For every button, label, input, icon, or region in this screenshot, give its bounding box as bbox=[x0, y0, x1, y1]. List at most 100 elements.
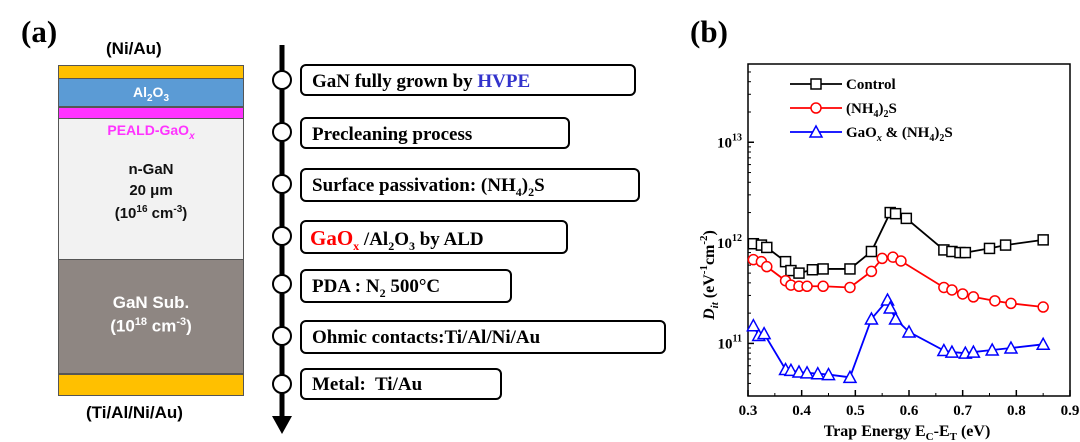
series-1-point-18 bbox=[1005, 297, 1017, 310]
step4-text: /Al bbox=[359, 229, 389, 250]
x-tick-label-4: 0.7 bbox=[953, 403, 972, 419]
step4-highlight: GaO bbox=[310, 226, 354, 250]
series-1-point-2 bbox=[761, 260, 773, 273]
layer-al2o3: Al2O3 bbox=[58, 78, 244, 107]
step-box-4: GaOx /Al2O3 by ALD bbox=[300, 220, 568, 254]
y-axis-label: Dit (eV-1cm-2) bbox=[698, 230, 721, 321]
series-line-2 bbox=[752, 298, 1044, 379]
gansub-l2-end: ) bbox=[186, 316, 192, 336]
series-1-point-14 bbox=[946, 284, 958, 296]
step5-sub: 2 bbox=[379, 285, 386, 300]
x-tick-label-5: 0.8 bbox=[1007, 403, 1026, 419]
series-2-point-12 bbox=[882, 300, 898, 314]
step3-sub2: 2 bbox=[528, 184, 535, 199]
layer-gan-substrate: GaN Sub. (1018 cm-3) bbox=[58, 259, 244, 374]
series-0-point-17 bbox=[983, 242, 996, 255]
x-tick-label-3: 0.6 bbox=[900, 403, 919, 419]
series-0-point-8 bbox=[844, 263, 856, 275]
series-1-point-8 bbox=[844, 281, 856, 294]
step7-text: Metal: Ti/Au bbox=[312, 374, 423, 395]
step3-mid: ) bbox=[521, 175, 529, 196]
step-box-7: Metal: Ti/Au bbox=[300, 368, 502, 400]
series-0-point-7 bbox=[817, 263, 829, 275]
series-0-point-11 bbox=[889, 207, 902, 220]
series-2-point-10 bbox=[864, 311, 879, 325]
panel-b-label: (b) bbox=[690, 14, 728, 49]
step4-tail: by ALD bbox=[414, 229, 484, 250]
series-0-point-12 bbox=[900, 212, 913, 225]
al2o3-sub1: 2 bbox=[146, 92, 153, 104]
series-1-point-10 bbox=[876, 252, 888, 265]
series-0-point-2 bbox=[761, 241, 773, 254]
timeline-node-2 bbox=[272, 122, 292, 142]
step1-text: GaN fully grown by bbox=[312, 71, 478, 92]
timeline-node-6 bbox=[272, 326, 292, 346]
step-box-6: Ohmic contacts:Ti/Al/Ni/Au bbox=[300, 320, 666, 354]
step1-highlight: HVPE bbox=[477, 71, 531, 92]
y-tick-label-0: 1011 bbox=[718, 333, 742, 352]
series-1-point-6 bbox=[801, 280, 813, 293]
y-tick-label-1: 1012 bbox=[717, 233, 742, 252]
ngan-line3: (1016 cm-3) bbox=[59, 204, 243, 222]
series-2-point-2 bbox=[756, 326, 772, 340]
gaox-text: PEALD-GaO bbox=[107, 122, 190, 138]
gansub-l2-sup2: -3 bbox=[176, 316, 187, 328]
series-2-point-0 bbox=[746, 318, 761, 332]
gansub-l2-sup: 18 bbox=[134, 316, 148, 328]
series-0-point-9 bbox=[865, 245, 878, 258]
step-box-5: PDA : N2 500°C bbox=[300, 269, 512, 303]
series-2-point-18 bbox=[966, 344, 981, 358]
bottom-contact-label: (Ti/Al/Ni/Au) bbox=[86, 403, 183, 422]
al2o3-text: Al bbox=[132, 84, 147, 100]
series-2-point-6 bbox=[799, 365, 815, 379]
series-2-point-4 bbox=[783, 362, 799, 377]
series-2-point-8 bbox=[821, 367, 836, 381]
legend-label-1: (NH4)2S bbox=[846, 101, 897, 120]
x-tick-label-1: 0.4 bbox=[792, 403, 811, 419]
series-0-point-18 bbox=[999, 239, 1012, 251]
process-timeline bbox=[272, 45, 292, 434]
al2o3-sub2: 3 bbox=[163, 92, 169, 104]
layer-stack: Al2O3 PEALD-GaOx n-GaN 20 μm (1016 cm-3)… bbox=[58, 65, 244, 396]
gansub-l2-post: cm bbox=[147, 316, 177, 336]
ngan-l3-sup: 16 bbox=[136, 204, 148, 215]
series-1-point-19 bbox=[1037, 301, 1049, 313]
y-tick-label-2: 1013 bbox=[717, 132, 742, 151]
legend-marker-2 bbox=[808, 124, 824, 138]
x-tick-label-0: 0.3 bbox=[739, 403, 758, 419]
step3-text: Surface passivation: (NH bbox=[312, 175, 516, 196]
legend-label-2: GaOx & (NH4)2S bbox=[846, 125, 953, 144]
panel-a-label: (a) bbox=[21, 14, 58, 49]
series-2-point-13 bbox=[888, 311, 903, 325]
step4-mid: O bbox=[394, 229, 409, 250]
ngan-l3-pre: (10 bbox=[114, 205, 137, 222]
ngan-l3-sup2: -3 bbox=[173, 204, 183, 215]
step5-text: PDA : N bbox=[312, 276, 380, 297]
step-box-2: Precleaning process bbox=[300, 117, 570, 149]
timeline-node-3 bbox=[272, 174, 292, 194]
series-2-point-14 bbox=[901, 324, 917, 338]
layer-ngan: PEALD-GaOx n-GaN 20 μm (1016 cm-3) bbox=[58, 118, 244, 260]
step-box-1: GaN fully grown by HVPE bbox=[300, 64, 636, 96]
series-1-point-15 bbox=[956, 288, 969, 300]
x-tick-label-2: 0.5 bbox=[846, 403, 865, 419]
step6-text: Ohmic contacts:Ti/Al/Ni/Au bbox=[312, 327, 541, 348]
top-contact-label: (Ni/Au) bbox=[106, 39, 162, 58]
ngan-line1: n-GaN bbox=[128, 161, 174, 178]
timeline-node-7 bbox=[272, 374, 292, 394]
series-2-point-9 bbox=[842, 369, 858, 384]
gansub-line1: GaN Sub. bbox=[112, 293, 190, 312]
layer-top-metal bbox=[58, 65, 244, 79]
step3-sub1: 4 bbox=[515, 184, 522, 199]
ngan-l3-end: ) bbox=[182, 205, 188, 222]
x-axis-label: Trap Energy EC-ET (eV) bbox=[824, 423, 991, 442]
gaox-label: PEALD-GaOx bbox=[59, 122, 243, 142]
ngan-l3-post: cm bbox=[147, 205, 174, 222]
step2-text: Precleaning process bbox=[312, 124, 473, 145]
series-0-point-16 bbox=[959, 246, 972, 259]
timeline-arrowhead bbox=[272, 416, 292, 434]
series-1-point-7 bbox=[817, 280, 829, 293]
series-1-point-16 bbox=[967, 291, 980, 303]
gansub-l2-pre: (10 bbox=[110, 316, 135, 336]
